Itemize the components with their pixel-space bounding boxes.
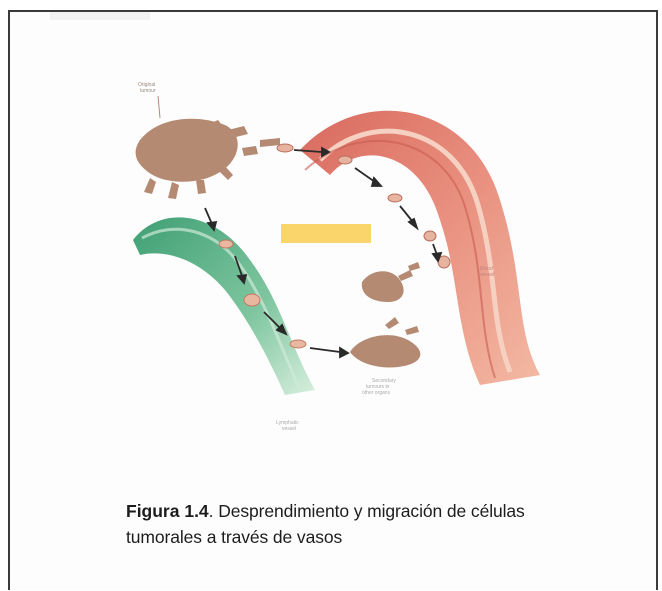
caption-label: Figura 1.4: [126, 501, 209, 521]
blood-vessel: [300, 111, 540, 385]
tumor-label: Original tumour: [138, 82, 156, 94]
svg-text:vessel: vessel: [480, 272, 494, 278]
secondary-tumors: [350, 262, 420, 367]
figure-caption: Figura 1.4. Desprendimiento y migración …: [126, 498, 556, 550]
blood-vessel-label: Blood vessel: [480, 266, 494, 278]
original-tumor: [136, 119, 280, 199]
lymph-vessel-label: Lymphatic vessel: [276, 420, 299, 432]
svg-text:other organs: other organs: [362, 390, 391, 396]
svg-text:tumour: tumour: [140, 88, 156, 94]
secondary-label: Secondary tumours in other organs: [362, 378, 396, 396]
tumor-label-leader: [158, 96, 160, 118]
caption-cut-line: [126, 577, 326, 580]
highlight-box: [281, 224, 371, 243]
svg-text:vessel: vessel: [282, 426, 296, 432]
